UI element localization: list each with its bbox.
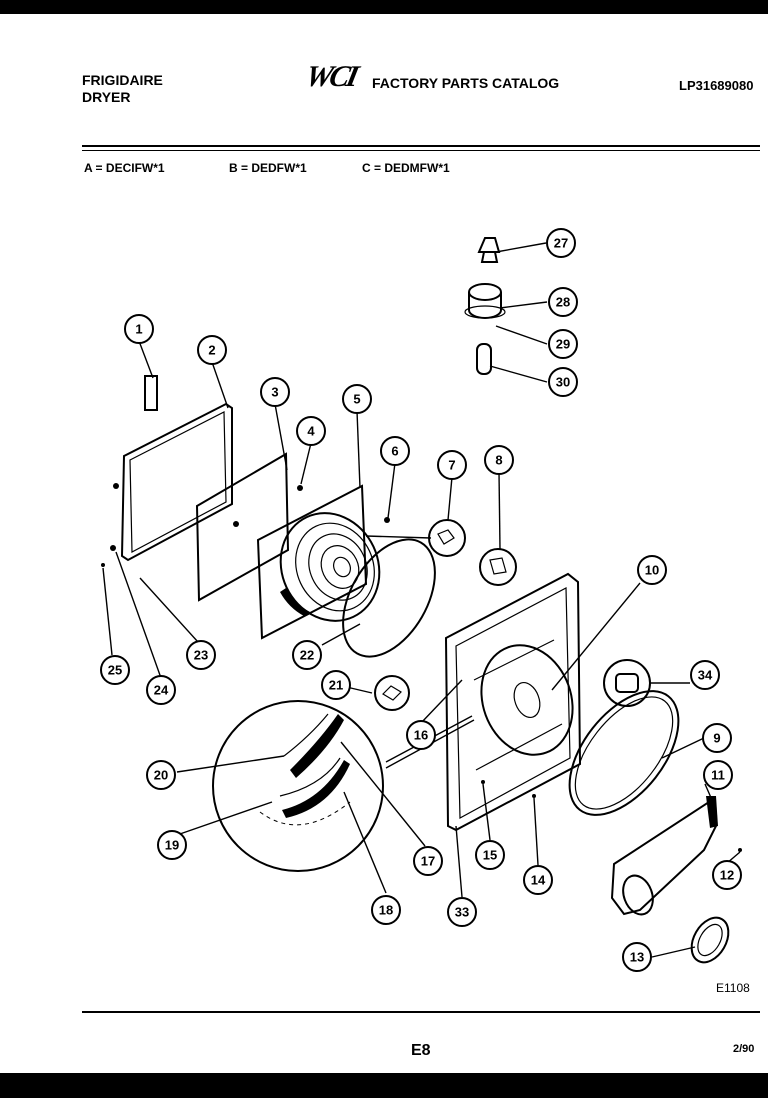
callout-number: 27 — [554, 236, 568, 251]
callout-22: 22 — [292, 640, 322, 670]
catalog-title: FACTORY PARTS CATALOG — [372, 75, 560, 91]
callout-number: 34 — [698, 668, 713, 683]
callout-number: 29 — [556, 337, 570, 352]
callout-number: 28 — [556, 295, 570, 310]
callout-number: 20 — [154, 768, 168, 783]
header-rule-thin — [82, 150, 760, 151]
catalog-number: LP31689080 — [679, 78, 754, 93]
callout-5: 5 — [342, 384, 372, 414]
callout-30: 30 — [548, 367, 578, 397]
callout-number: 3 — [271, 385, 278, 400]
callout-20: 20 — [146, 760, 176, 790]
callout-number: 33 — [455, 905, 469, 920]
callout-27: 27 — [546, 228, 576, 258]
callout-number: 9 — [713, 731, 720, 746]
revision-date: 2/90 — [733, 1043, 755, 1055]
model-a: A = DECIFW*1 — [84, 161, 165, 175]
callout-24: 24 — [146, 675, 176, 705]
callout-29: 29 — [548, 329, 578, 359]
callout-11: 11 — [703, 760, 733, 790]
callout-34: 34 — [690, 660, 720, 690]
callout-number: 23 — [194, 648, 208, 663]
leader-lines — [102, 242, 741, 958]
callout-21: 21 — [321, 670, 351, 700]
callout-number: 4 — [307, 424, 315, 439]
callout-15: 15 — [475, 840, 505, 870]
callout-14: 14 — [523, 865, 553, 895]
callout-number: 11 — [711, 768, 725, 783]
callout-23: 23 — [186, 640, 216, 670]
callout-25: 25 — [100, 655, 130, 685]
model-c: C = DEDMFW*1 — [362, 161, 450, 175]
callout-number: 16 — [414, 728, 428, 743]
callout-12: 12 — [712, 860, 742, 890]
callout-number: 15 — [483, 848, 497, 863]
callout-number: 10 — [645, 563, 659, 578]
callout-19: 19 — [157, 830, 187, 860]
callout-number: 2 — [208, 343, 215, 358]
callout-3: 3 — [260, 377, 290, 407]
callout-1: 1 — [124, 314, 154, 344]
callout-4: 4 — [296, 416, 326, 446]
callout-number: 19 — [165, 838, 179, 853]
brand-name: FRIGIDAIRE — [82, 72, 163, 88]
bottom-scan-border — [0, 1073, 768, 1098]
figure-code: E1108 — [716, 981, 750, 995]
callout-7: 7 — [437, 450, 467, 480]
callout-33: 33 — [447, 897, 477, 927]
callout-number: 14 — [531, 873, 546, 888]
callout-16: 16 — [406, 720, 436, 750]
page-number: E8 — [411, 1042, 431, 1059]
callout-number: 6 — [391, 444, 398, 459]
brand-block: FRIGIDAIRE DRYER — [82, 72, 163, 106]
callout-6: 6 — [380, 436, 410, 466]
callout-number: 17 — [421, 854, 435, 869]
callout-number: 21 — [329, 678, 343, 693]
callout-28: 28 — [548, 287, 578, 317]
callout-18: 18 — [371, 895, 401, 925]
callout-2: 2 — [197, 335, 227, 365]
callout-number: 22 — [300, 648, 314, 663]
callout-number: 13 — [630, 950, 644, 965]
callout-number: 7 — [448, 458, 455, 473]
header-rule — [82, 145, 760, 147]
callout-number: 1 — [135, 322, 142, 337]
part-drawings — [101, 237, 742, 964]
callout-number: 5 — [353, 392, 360, 407]
top-scan-border — [0, 0, 768, 14]
callout-9: 9 — [702, 723, 732, 753]
callout-number: 12 — [720, 868, 734, 883]
callout-number: 25 — [108, 663, 122, 678]
callout-number: 8 — [495, 453, 502, 468]
callout-8: 8 — [484, 445, 514, 475]
callout-13: 13 — [622, 942, 652, 972]
callout-number: 24 — [154, 683, 169, 698]
callout-number: 18 — [379, 903, 393, 918]
callout-17: 17 — [413, 846, 443, 876]
model-b: B = DEDFW*1 — [229, 161, 307, 175]
callout-10: 10 — [637, 555, 667, 585]
product-name: DRYER — [82, 89, 131, 105]
callout-number: 30 — [556, 375, 570, 390]
footer-rule — [82, 1011, 760, 1013]
